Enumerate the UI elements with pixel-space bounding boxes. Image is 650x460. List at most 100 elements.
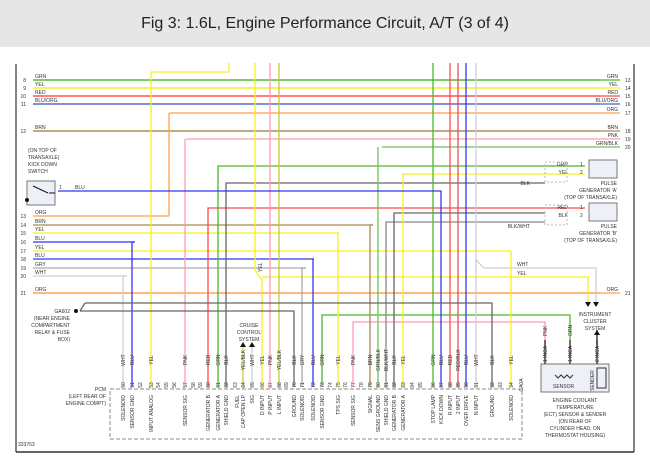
pulse-generator-a-connector [544,161,568,183]
left-line-number: 12 [20,129,26,135]
pcm-pin-number: 90 [464,382,470,388]
left-line-number: 14 [20,223,26,229]
pcm-pin-number: 94 [509,382,515,388]
ground-branch [79,302,86,312]
right-line-color-label: BLU/ORG [595,98,618,104]
left-line-number: 10 [20,94,26,100]
pcm-pin-name: SHIELD GND [384,395,390,426]
kick-down-switch-label: SWITCH [28,169,48,175]
pcm-pin-number: 88 [448,382,454,388]
pcm-pin-number: 77 [351,382,357,388]
pcm-pin-name: SENSOR SIG [183,395,189,426]
right-line-number: 16 [625,102,631,108]
pcm-pin-number: 50 [121,382,127,388]
left-line-number: 19 [20,266,26,272]
pulse-generator-b-pin-number: 2 [580,213,583,219]
pulse-generator-b-pin-number: 1 [580,205,583,211]
pcm-wire-color-label: WHT [121,354,127,365]
pcm-wire-color-label: BLU [439,355,445,365]
right-line-color-label: PNK [608,133,619,139]
left-line-number: 11 [21,102,26,108]
right-line-color-label: ORG [607,287,619,293]
ect-pin-label: 1 INCA [543,345,549,362]
pcm-pin-number: 81 [384,382,390,388]
pcm-wire-color-label: BLU [130,355,136,365]
pcm-wire-50 [122,275,127,387]
pcm-wire-color-label: YEL [260,355,266,365]
ect-box [540,363,610,393]
left-line-color-label: WHT [35,270,46,276]
pcm-label: (LEFT REAR OF [69,394,106,400]
right-line-color-label: YEL [609,82,619,88]
pcm-pin-name: SENS GROUND [376,395,382,433]
pcm-pin-name: D INPUT [260,395,266,415]
right-line-color-label: GRN/BLK [596,141,619,147]
left-line-number: 8 [23,78,26,84]
pcm-pin-name: SENSOR SIG [351,395,357,426]
right-line-color-label: ORG [607,107,619,113]
left-line-color-label: BRN [35,125,46,131]
ect-sensor-label: SENSOR [553,384,575,390]
pcm-wire-color-label: GRN [431,354,437,366]
pcm-wire-color-label: BLU [311,355,317,365]
left-line-color-label: ORG [35,287,47,293]
pcm-pin-name: GENERATOR A [216,394,222,430]
pcm-wire-color-label: YEL [509,355,515,365]
title-bar: Fig 3: 1.6L, Engine Performance Circuit,… [0,0,650,47]
ground-label: GA602 [54,309,70,315]
pcm-pin-number: 78 [359,382,365,388]
pcm-pin-number: 58 [191,382,197,388]
ground-icon [74,309,78,313]
cluster-wire-label: WHT [517,262,528,268]
cluster-label: SYSTEM [585,326,606,332]
pcm-pin-number: 74 [328,382,334,388]
right-line-color-label: RED [607,90,618,96]
cluster-wire-label: YEL [517,271,527,277]
wht-to-cluster [475,259,597,302]
pcm-pin-name: GROUND [292,395,298,418]
pcm-pin-number: 71 [300,382,306,388]
resistor-icon [554,374,574,379]
pcm-pin-name: KICK DOWN [439,395,445,424]
pcm-pin-number: 70 [292,382,298,388]
cluster-label: INSTRUMENT [579,312,612,318]
pcm-wire-70 [80,310,295,387]
left-line-color-label: YEL [35,245,45,251]
ect-label: (ON REAR OF [559,419,592,425]
pcm-connector-id: CA0A [519,378,525,392]
pcm-pin-number: 93 [498,382,504,388]
pcm-wire-color-label: PNK [351,354,357,365]
cluster-arrows-icon [585,302,599,307]
pcm-label: PCM [95,387,106,393]
pcm-pin-number: 73 [320,382,326,388]
pcm-pin-number: 69 [284,382,290,388]
left-line-color-label: BLU [35,253,45,259]
kick-down-pin: 1 [59,185,62,191]
pcm-pin-name: OVER DRIVE [464,394,470,426]
pcm-pin-number: 92 [490,382,496,388]
ect-label: CYLINDER HEAD, ON [550,426,601,432]
pcm-wire-color-label: YEL [149,355,155,365]
pcm-pin-number: 54 [156,382,162,388]
pcm-wire-92 [85,302,493,387]
pulse-generator-a-label: PULSE [601,181,618,187]
pcm-wire-color-label: YEL/BLK [277,349,283,370]
pulse-generator-a-box [588,159,618,179]
pcm-pin-number: 91 [474,382,480,388]
yel-splice-label: YEL [258,262,264,272]
right-line-number: 15 [625,94,631,100]
pcm-pin-name: TPS SIG [336,395,342,415]
pcm-pin-number: 64 [241,382,247,388]
left-line-number: 15 [20,231,26,237]
pcm-wire-color-label: WHT [250,354,256,365]
pcm-pin-number: 59 [198,382,204,388]
pcm-pin-name: SOLENOID [509,395,515,421]
pcm-pin-name: GENERATOR B [206,394,212,431]
pcm-pin-number: 61 [216,382,222,388]
pcm-pin-name: INPUT ANALOG [149,395,155,432]
pcm-label: ENGINE COMPT) [66,401,107,407]
right-line-number: 20 [625,145,631,151]
pcm-pin-name: SIGNAL [368,395,374,414]
pcm-pin-number: 79 [368,382,374,388]
pulse-generator-b-wire-label: RED [557,205,568,211]
